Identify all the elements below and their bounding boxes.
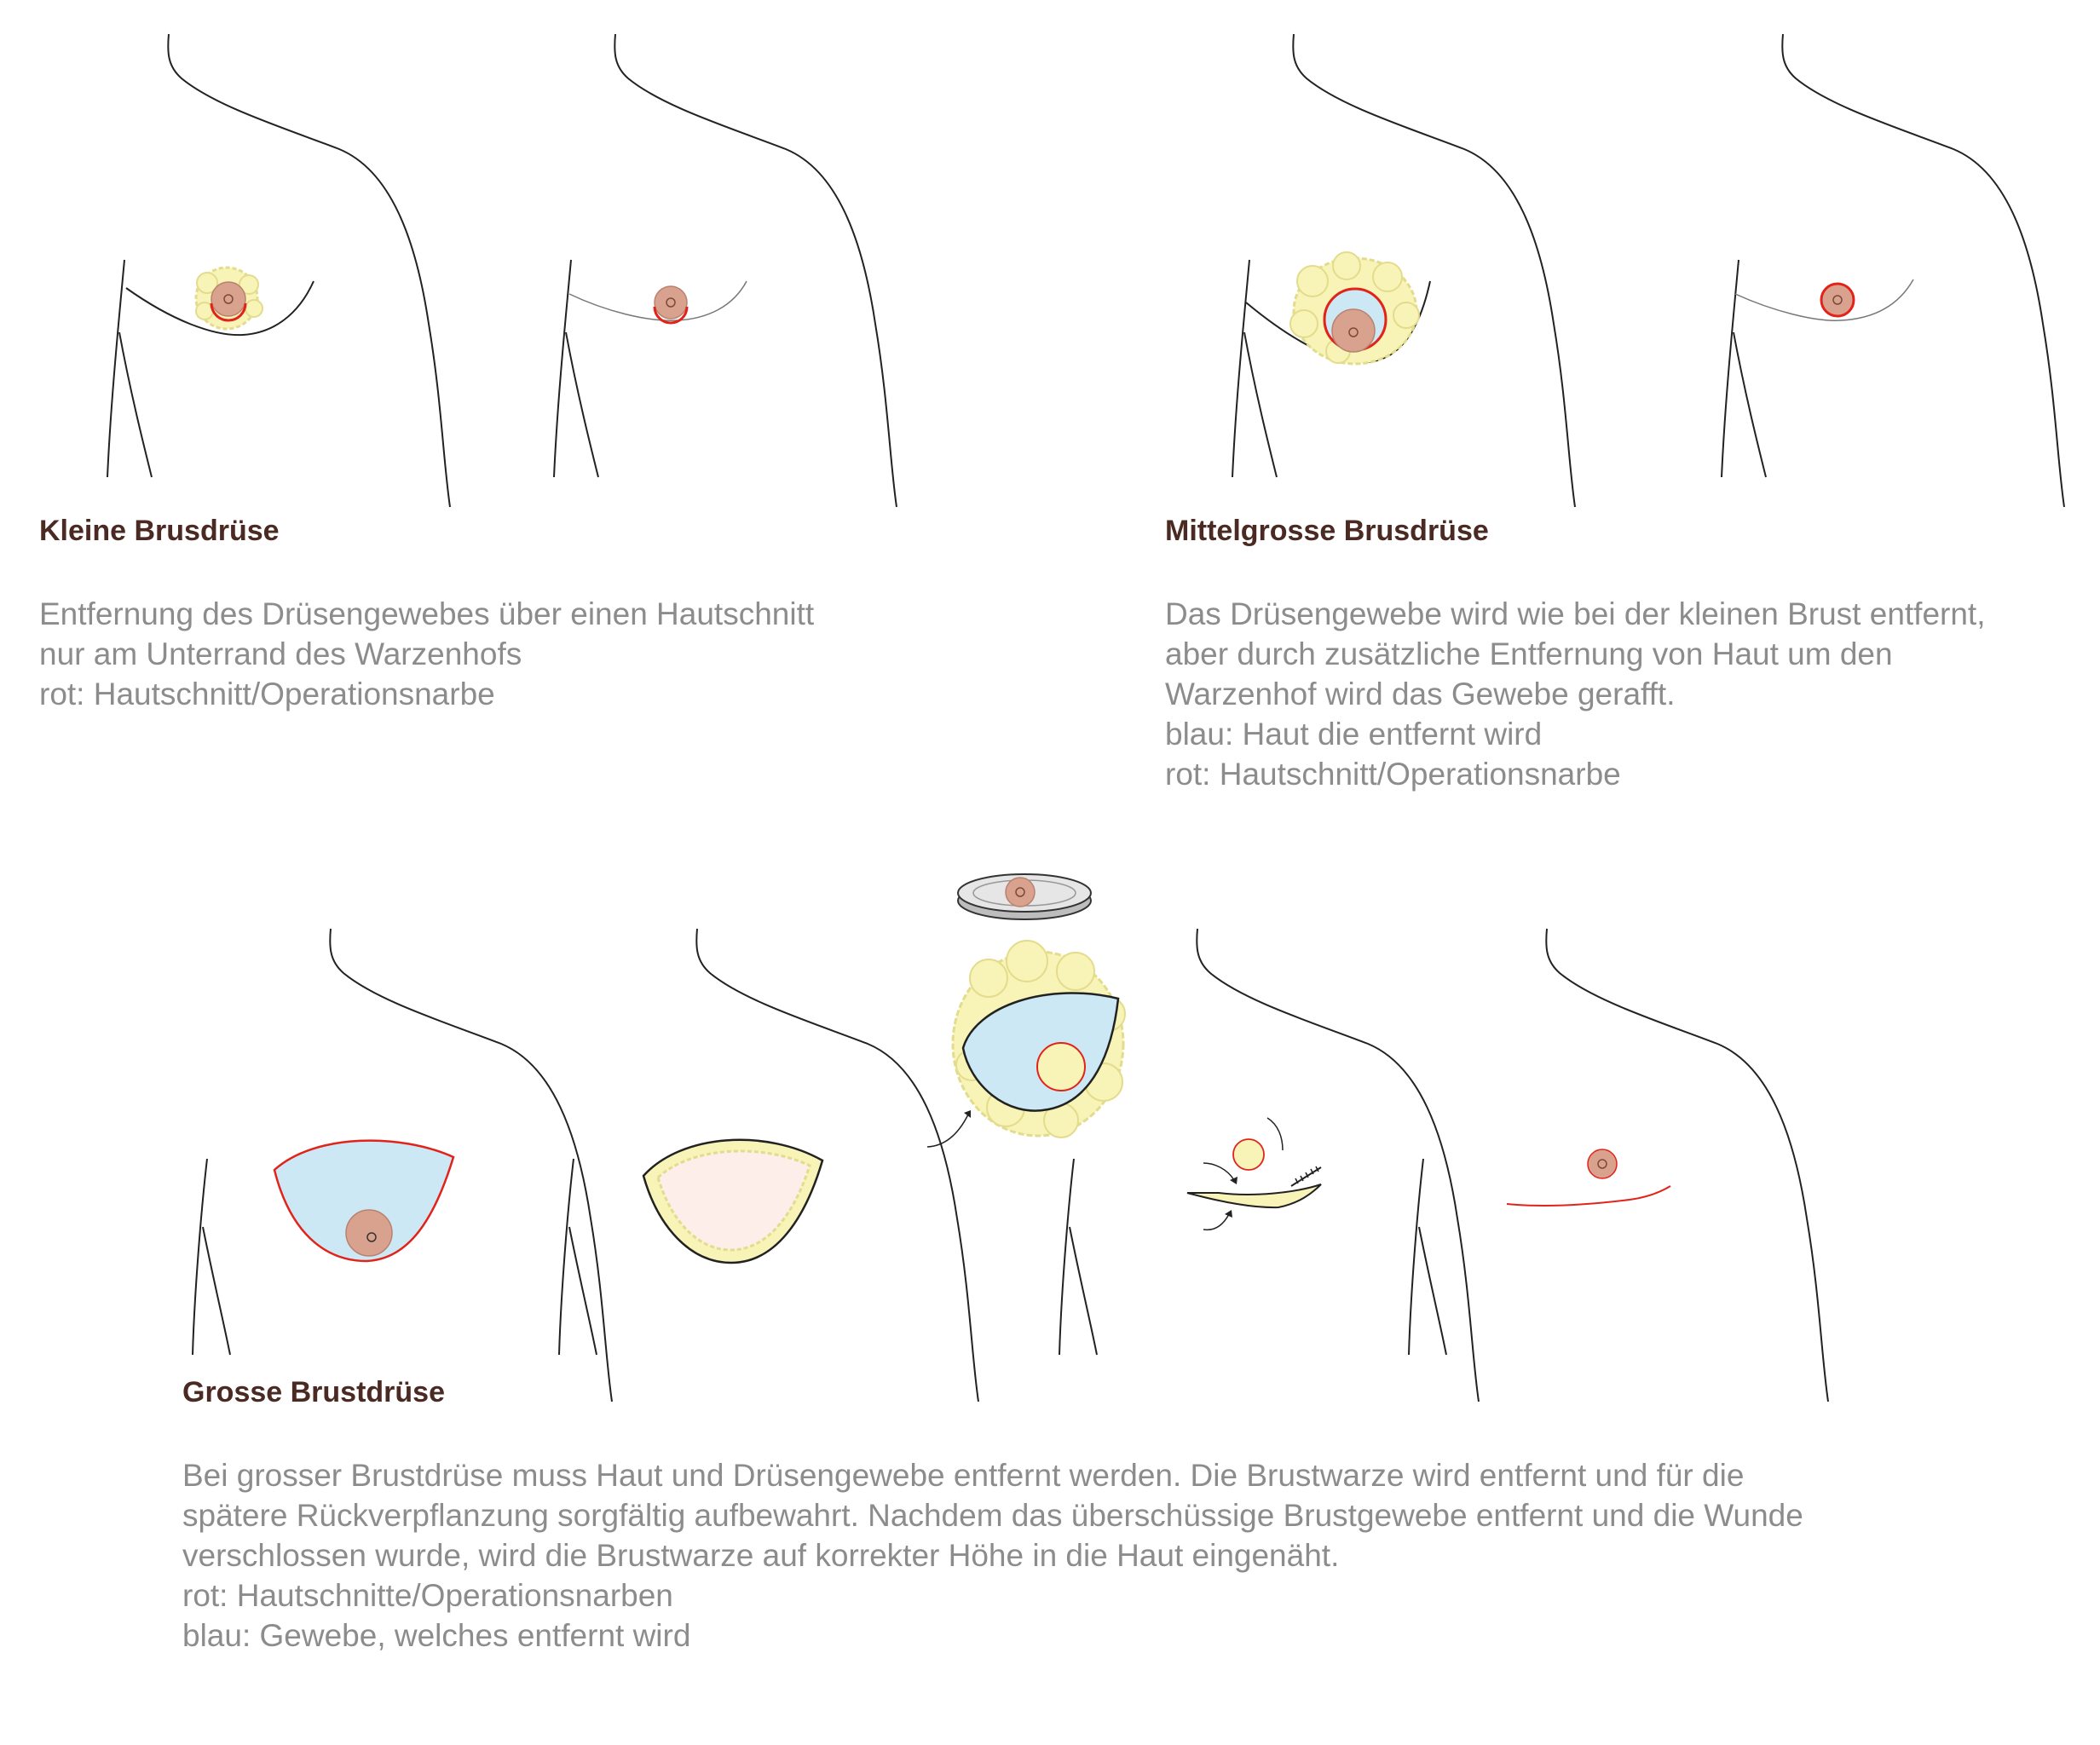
curved-arrow-icon: [926, 1114, 969, 1148]
torso-outline: [1059, 928, 1480, 1402]
description-line: rot: Hautschnitte/Operationsnarben: [182, 1578, 673, 1613]
arrow-head-icon: [964, 1110, 971, 1118]
areola-icon: [1587, 1149, 1618, 1179]
arrow-head-icon: [1225, 1210, 1232, 1218]
incision-scar: [1506, 1185, 1671, 1207]
arrow-head-icon: [1230, 1177, 1238, 1184]
areola-icon: [1820, 282, 1855, 318]
nipple-icon: [1015, 887, 1025, 897]
section-description-large: Bei grosser Brustdrüse muss Haut und Drü…: [182, 1455, 1803, 1656]
torso-outline: [553, 33, 897, 508]
section-description-small: Entfernung des Drüsengewebes über einen …: [39, 594, 814, 714]
medium-after-figure: [1721, 33, 2065, 508]
torso-outline: [107, 33, 451, 508]
medium-before-figure: [1232, 33, 1576, 508]
section-title-medium: Mittelgrosse Brusdrüse: [1165, 515, 1489, 547]
description-line: Warzenhof wird das Gewebe gerafft.: [1165, 677, 1676, 711]
curved-arrow-icon: [1203, 1213, 1230, 1231]
small-before-figure: [107, 33, 451, 508]
nipple-icon: [223, 294, 234, 304]
description-line: Bei grosser Brustdrüse muss Haut und Drü…: [182, 1458, 1745, 1493]
curved-arrow-icon: [1203, 1162, 1235, 1181]
small-after-figure: [553, 33, 897, 508]
breast-contour: [1734, 279, 1914, 321]
breast-contour: [125, 280, 314, 337]
nipple-icon: [666, 297, 676, 308]
description-line: aber durch zusätzliche Entfernung von Ha…: [1165, 636, 1893, 671]
nipple-graft-icon: [1232, 1138, 1265, 1171]
description-line: rot: Hautschnitt/Operationsnarbe: [39, 677, 495, 711]
section-title-small: Kleine Brusdrüse: [39, 515, 280, 547]
incision-line: [210, 302, 247, 322]
nipple-icon: [1597, 1159, 1607, 1169]
areola-icon: [345, 1209, 393, 1257]
areola-icon: [654, 285, 688, 320]
large-step2-figure: [558, 928, 979, 1402]
description-line: Entfernung des Drüsengewebes über einen …: [39, 596, 815, 631]
petri-dish-icon: [957, 873, 1092, 920]
nipple-icon: [1832, 295, 1843, 305]
wound-inner: [656, 1149, 811, 1252]
large-step4-figure: [1408, 928, 1829, 1402]
curved-arrow-icon: [1266, 1117, 1284, 1151]
large-step1-figure: [192, 928, 613, 1402]
torso-outline: [1232, 33, 1576, 508]
large-step3-figure: [1059, 928, 1480, 1402]
description-line: verschlossen wurde, wird die Brustwarze …: [182, 1538, 1340, 1573]
section-description-medium: Das Drüsengewebe wird wie bei der kleine…: [1165, 594, 1986, 794]
areola-icon: [211, 281, 246, 317]
suture-line-icon: [1290, 1166, 1322, 1187]
description-line: Das Drüsengewebe wird wie bei der kleine…: [1165, 596, 1986, 631]
areola-icon: [1331, 308, 1376, 353]
areola-cutout-icon: [1036, 1042, 1086, 1091]
suture-stitches: [1295, 1166, 1319, 1184]
description-line: rot: Hautschnitt/Operationsnarbe: [1165, 757, 1621, 792]
nipple-icon: [366, 1232, 377, 1242]
removed-specimen: [951, 873, 1126, 1138]
description-line: blau: Haut die entfernt wird: [1165, 717, 1543, 752]
torso-outline: [1721, 33, 2065, 508]
removed-tissue-region: [273, 1139, 455, 1263]
description-line: blau: Gewebe, welches entfernt wird: [182, 1618, 691, 1653]
nipple-icon: [1348, 327, 1359, 337]
incision-scar: [653, 306, 689, 325]
closed-wound-region: [1186, 1183, 1322, 1209]
preserved-nipple-icon: [1005, 877, 1036, 907]
description-line: nur am Unterrand des Warzenhofs: [39, 636, 522, 671]
section-title-large: Grosse Brustdrüse: [182, 1376, 445, 1408]
description-line: spätere Rückverpflanzung sorgfältig aufb…: [182, 1498, 1803, 1533]
